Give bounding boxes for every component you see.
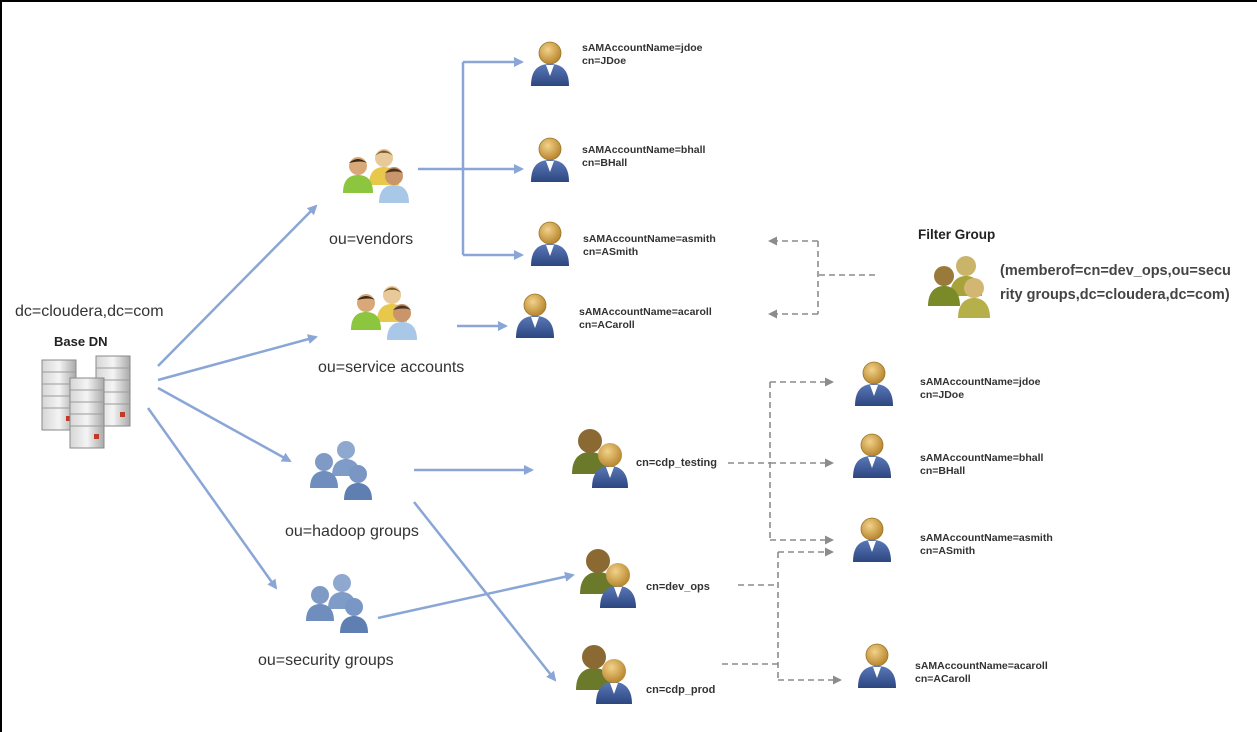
user-icon-acaroll <box>515 293 555 339</box>
user-asmith-cn: cn=ASmith <box>583 246 639 258</box>
ou-security-groups-label: ou=security groups <box>258 652 394 669</box>
cdp-testing-group-icon <box>572 429 628 488</box>
user-bhall-2-sam: sAMAccountName=bhall <box>920 452 1044 464</box>
security-groups-icon <box>306 574 368 633</box>
user-jdoe-2-sam: sAMAccountName=jdoe <box>920 376 1041 388</box>
user-asmith-sam: sAMAccountName=asmith <box>583 233 716 245</box>
base-dc-label: dc=cloudera,dc=com <box>15 303 164 320</box>
base-dn-title: Base DN <box>54 334 108 349</box>
user-jdoe-cn: cn=JDoe <box>582 55 627 67</box>
group-cdp-testing-label: cn=cdp_testing <box>636 457 717 469</box>
service-accounts-group-icon <box>351 286 417 340</box>
arrow-hadoop-to-cdp-prod <box>413 501 557 682</box>
filter-group-expression: (memberof=cn=dev_ops,ou=secu rity groups… <box>1000 259 1231 307</box>
group-dev-ops-label: cn=dev_ops <box>646 581 710 593</box>
cdp-prod-group-icon <box>576 645 632 704</box>
hadoop-groups-icon <box>310 441 372 500</box>
arrow-security-to-dev-ops <box>377 571 575 620</box>
user-icon-asmith-2 <box>852 517 892 563</box>
user-icon-jdoe-2 <box>854 361 894 407</box>
solid-arrows <box>146 57 575 682</box>
user-icon-bhall <box>530 137 570 183</box>
user-acaroll-2-text: sAMAccountName=acaroll cn=ACaroll <box>915 660 1048 686</box>
user-asmith-2-text: sAMAccountName=asmith cn=ASmith <box>920 532 1053 558</box>
filter-expression-line-1: (memberof=cn=dev_ops,ou=secu <box>1000 263 1231 279</box>
user-acaroll-sam: sAMAccountName=acaroll <box>579 306 712 318</box>
user-bhall-text: sAMAccountName=bhall cn=BHall <box>582 144 705 170</box>
arrow-base-to-security <box>146 407 278 590</box>
user-jdoe-2-text: sAMAccountName=jdoe cn=JDoe <box>920 376 1040 402</box>
server-icon <box>41 355 131 449</box>
ou-hadoop-groups-label: ou=hadoop groups <box>285 523 419 540</box>
user-acaroll-text: sAMAccountName=acaroll cn=ACaroll <box>579 306 712 332</box>
user-icon-acaroll-2 <box>857 643 897 689</box>
user-jdoe-sam: sAMAccountName=jdoe <box>582 42 703 54</box>
filter-expression-line-2: rity groups,dc=cloudera,dc=com) <box>1000 287 1230 303</box>
dashed-arrows <box>722 236 875 685</box>
filter-group-title: Filter Group <box>918 227 996 242</box>
user-icon-asmith <box>530 221 570 267</box>
user-asmith-2-sam: sAMAccountName=asmith <box>920 532 1053 544</box>
arrow-base-to-service <box>157 334 318 382</box>
user-bhall-2-cn: cn=BHall <box>920 465 966 477</box>
user-jdoe-text: sAMAccountName=jdoe cn=JDoe <box>582 42 702 68</box>
filter-group-icon <box>928 256 990 318</box>
ou-service-accounts-label: ou=service accounts <box>318 359 465 376</box>
user-acaroll-2-sam: sAMAccountName=acaroll <box>915 660 1048 672</box>
user-bhall-sam: sAMAccountName=bhall <box>582 144 706 156</box>
user-jdoe-2-cn: cn=JDoe <box>920 389 965 401</box>
user-icon-bhall-2 <box>852 433 892 479</box>
group-cdp-prod-label: cn=cdp_prod <box>646 684 716 696</box>
user-icon-jdoe <box>530 41 570 87</box>
vendors-group-icon <box>343 149 409 203</box>
arrow-base-to-hadoop <box>157 386 292 463</box>
user-acaroll-2-cn: cn=ACaroll <box>915 673 971 685</box>
user-acaroll-cn: cn=ACaroll <box>579 319 635 331</box>
dev-ops-group-icon <box>580 549 636 608</box>
user-bhall-2-text: sAMAccountName=bhall cn=BHall <box>920 452 1043 478</box>
user-asmith-text: sAMAccountName=asmith cn=ASmith <box>583 233 716 259</box>
user-asmith-2-cn: cn=ASmith <box>920 545 976 557</box>
arrow-base-to-vendors <box>157 204 318 367</box>
user-bhall-cn: cn=BHall <box>582 157 628 169</box>
ou-vendors-label: ou=vendors <box>329 231 414 248</box>
